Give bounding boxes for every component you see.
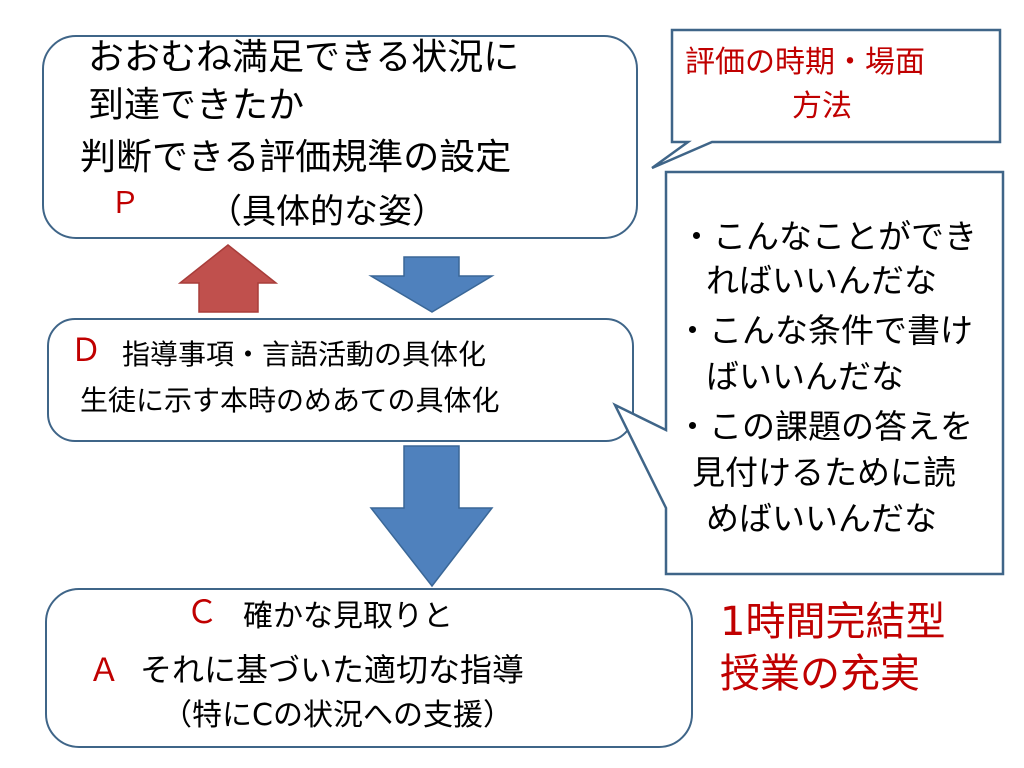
up-arrow xyxy=(177,244,279,313)
act-letter-a: Ａ xyxy=(88,651,121,689)
side-note-line-1: 1時間完結型 xyxy=(720,599,946,645)
callout-right-line-6: 見付けるために読 xyxy=(692,453,956,492)
do-line-2: 生徒に示す本時のめあての具体化 xyxy=(80,384,500,417)
callout-right-line-4: ばいいんだな xyxy=(706,357,904,396)
check-line-1: 確かな見取りと xyxy=(243,599,453,634)
check-letter-c: Ｃ xyxy=(186,593,219,631)
callout-right-line-3: ・こんな条件で書け xyxy=(676,311,973,350)
plan-subtitle: （具体的な姿） xyxy=(208,192,446,232)
callout-top-line-2: 方法 xyxy=(792,89,852,124)
callout-top-line-1: 評価の時期・場面 xyxy=(685,45,925,80)
side-note-line-2: 授業の充実 xyxy=(720,651,920,697)
check-line-2: それに基づいた適切な指導 xyxy=(140,651,525,689)
plan-letter-p: Ｐ xyxy=(110,186,140,221)
callout-right-line-1: ・こんなことができ xyxy=(680,217,977,256)
down-arrow-small xyxy=(368,256,495,313)
plan-box xyxy=(42,35,638,239)
do-box xyxy=(47,318,634,442)
do-line-1: 指導事項・言語活動の具体化 xyxy=(122,338,487,371)
plan-line-1: おおむね満足できる状況に xyxy=(88,37,520,78)
plan-line-3: 判断できる評価規準の設定 xyxy=(80,137,512,178)
callout-right-line-5: ・この課題の答えを xyxy=(676,407,973,446)
do-letter-d: Ｄ xyxy=(70,331,103,369)
down-arrow-large xyxy=(369,445,494,588)
callout-right-line-2: ればいいんだな xyxy=(706,261,937,300)
plan-line-2: 到達できたか xyxy=(88,85,305,126)
check-line-3: （特にCの状況への支援） xyxy=(162,698,513,733)
callout-right-line-7: めばいいんだな xyxy=(706,499,937,538)
check-act-box xyxy=(45,588,693,748)
